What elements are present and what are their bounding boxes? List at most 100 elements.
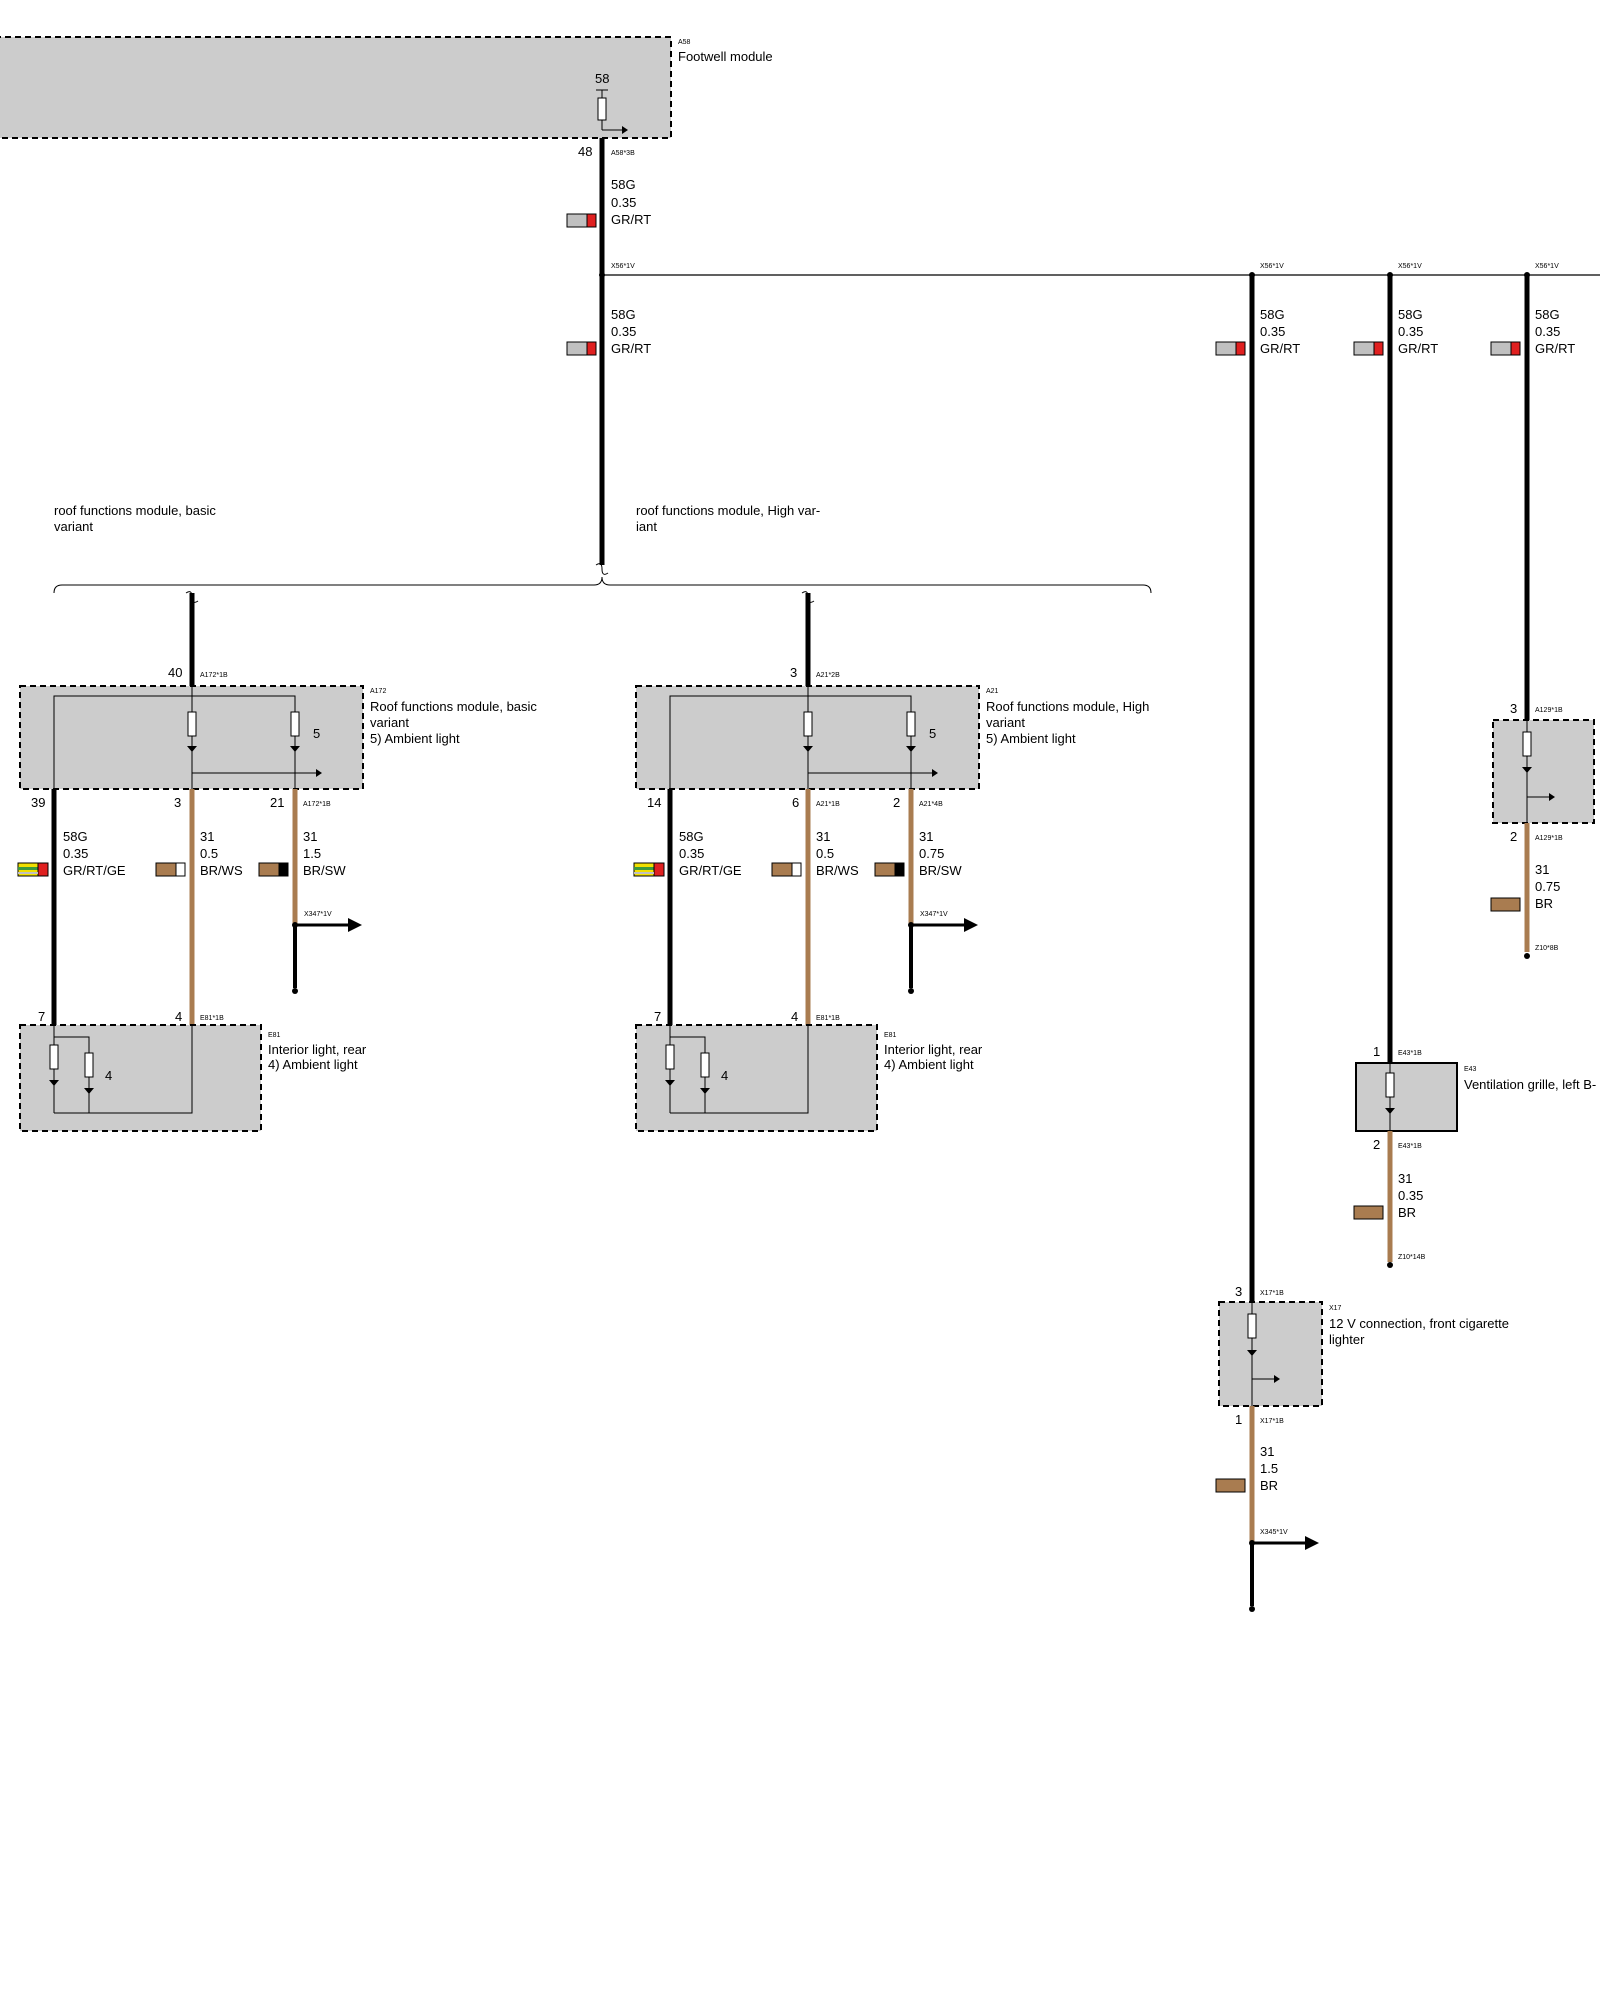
a172-pin-39: 39: [31, 795, 45, 810]
module-a129-box[interactable]: [1492, 719, 1595, 824]
svg-text:GR/RT: GR/RT: [611, 212, 651, 227]
e43-name: Ventilation grille, left B-: [1464, 1077, 1596, 1092]
module-e81-right-box[interactable]: [635, 1024, 878, 1132]
variant-basic-caption: roof functions module, basic: [54, 503, 216, 518]
x17-internal-circuit: [1247, 1302, 1280, 1406]
module-e81-right[interactable]: 7 4 E81*1B 4 E81 Interior light, rear 4)…: [635, 1009, 983, 1132]
ground-node: [1524, 953, 1530, 959]
a21-name-2: variant: [986, 715, 1025, 730]
wire-break-symbol: [801, 591, 815, 603]
e81-right-note: 4) Ambient light: [884, 1057, 974, 1072]
splice-label-x56-2: X56*1V: [1260, 263, 1284, 270]
module-a58[interactable]: A58 Footwell module 58 48 A58*3B: [0, 36, 773, 159]
wire-color-swatch: [1490, 341, 1521, 356]
a21-pin-6: 6: [792, 795, 799, 810]
module-a58-pin-48: 48: [578, 144, 592, 159]
a21-conn-in: A21*2B: [816, 672, 840, 679]
a172-pin-40: 40: [168, 665, 182, 680]
wire-label-a172-39: 58G 0.35 GR/RT/GE: [17, 829, 126, 878]
svg-text:58G: 58G: [611, 307, 636, 322]
svg-text:GR/RT/GE: GR/RT/GE: [679, 863, 742, 878]
a172-conn-out: A172*1B: [303, 801, 331, 808]
module-x17[interactable]: 3 X17*1B X17 12 V connection, front ciga…: [1218, 1284, 1509, 1427]
wire-label-e43-out: 31 0.35 BR: [1353, 1171, 1423, 1220]
e81-right-pin-7: 7: [654, 1009, 661, 1024]
e81-right-conn: E81*1B: [816, 1015, 840, 1022]
wire-label-main: 58G 0.35 GR/RT: [566, 307, 651, 356]
wire-color-swatch: [258, 862, 289, 877]
wire-label-a58: 58G 0.35 GR/RT: [566, 177, 651, 228]
e43-conn-out: E43*1B: [1398, 1143, 1422, 1150]
svg-text:1.5: 1.5: [303, 846, 321, 861]
e81-left-conn: E81*1B: [200, 1015, 224, 1022]
svg-text:GR/RT: GR/RT: [611, 341, 651, 356]
module-x17-box[interactable]: [1218, 1301, 1323, 1407]
variant-high-caption: roof functions module, High var-: [636, 503, 820, 518]
a172-inner-ref: 5: [313, 726, 320, 741]
svg-text:BR/WS: BR/WS: [816, 863, 859, 878]
x17-name-2: lighter: [1329, 1332, 1365, 1347]
a172-conn-in: A172*1B: [200, 672, 228, 679]
e81-right-inner-ref: 4: [721, 1068, 728, 1083]
wire-label-a129-out: 31 0.75 BR: [1490, 862, 1560, 912]
module-e81-left[interactable]: 7 4 E81*1B 4 E81 Interior light, rear 4)…: [19, 1009, 367, 1132]
e43-pin-1: 1: [1373, 1044, 1380, 1059]
a21-conn-c: A21*4B: [919, 801, 943, 808]
module-e43[interactable]: 1 E43*1B E43 Ventilation grille, left B-…: [1355, 1044, 1596, 1152]
svg-text:31: 31: [919, 829, 933, 844]
svg-text:0.35: 0.35: [1260, 324, 1285, 339]
wire-color-swatch: [566, 341, 597, 356]
wire-color-swatch: [633, 862, 665, 877]
e43-id: E43: [1464, 1066, 1477, 1073]
e81-right-internal-circuit: [665, 1025, 809, 1114]
svg-text:0.35: 0.35: [611, 195, 636, 210]
e81-left-inner-ref: 4: [105, 1068, 112, 1083]
wire-label-e43: 58G 0.35 GR/RT: [1353, 307, 1438, 356]
splice-label-x56: X56*1V: [611, 263, 635, 270]
module-e81-left-box[interactable]: [19, 1024, 262, 1132]
svg-text:58G: 58G: [1535, 307, 1560, 322]
svg-text:58G: 58G: [1260, 307, 1285, 322]
e43-pin-2: 2: [1373, 1137, 1380, 1152]
svg-text:31: 31: [1398, 1171, 1412, 1186]
a129-conn-out: A129*1B: [1535, 835, 1563, 842]
module-a172[interactable]: 5 A172 Roof functions module, basic vari…: [19, 685, 537, 810]
svg-text:31: 31: [200, 829, 214, 844]
a172-pin-21: 21: [270, 795, 284, 810]
module-a58-pin-58: 58: [595, 71, 609, 86]
splice-label-x345: X345*1V: [1260, 1529, 1288, 1536]
e81-left-internal-circuit: [49, 1025, 193, 1114]
wire-color-swatch: [155, 862, 186, 877]
x17-pin-3: 3: [1235, 1284, 1242, 1299]
svg-text:0.35: 0.35: [63, 846, 88, 861]
svg-text:31: 31: [303, 829, 317, 844]
svg-text:GR/RT/GE: GR/RT/GE: [63, 863, 126, 878]
module-a21[interactable]: 5 A21 Roof functions module, High varian…: [635, 685, 1149, 810]
splice-label-x56-3: X56*1V: [1398, 263, 1422, 270]
e81-right-pin-4: 4: [791, 1009, 798, 1024]
svg-text:58G: 58G: [1398, 307, 1423, 322]
wire-label-a172-3: 31 0.5 BR/WS: [155, 829, 243, 878]
a172-name: Roof functions module, basic: [370, 699, 537, 714]
svg-text:0.5: 0.5: [816, 846, 834, 861]
a129-internal-circuit: [1522, 720, 1555, 823]
x17-pin-1: 1: [1235, 1412, 1242, 1427]
module-e43-box[interactable]: [1355, 1062, 1458, 1132]
arrow-right-icon: [1305, 1536, 1319, 1550]
x17-conn-out: X17*1B: [1260, 1418, 1284, 1425]
module-a58-box[interactable]: [0, 36, 672, 139]
module-a129[interactable]: 3 A129*1B 2 A129*1B: [1492, 701, 1595, 844]
svg-text:GR/RT: GR/RT: [1260, 341, 1300, 356]
x17-conn-in: X17*1B: [1260, 1290, 1284, 1297]
svg-text:0.75: 0.75: [1535, 879, 1560, 894]
e81-left-name: Interior light, rear: [268, 1042, 367, 1057]
splice-label-x56-4: X56*1V: [1535, 263, 1559, 270]
e43-internal-circuit: [1385, 1063, 1395, 1131]
e81-left-note: 4) Ambient light: [268, 1057, 358, 1072]
resistor-symbol: [596, 89, 628, 134]
a172-pin-3: 3: [174, 795, 181, 810]
splice-node: [1524, 272, 1530, 278]
ground-node: [1387, 1262, 1393, 1268]
variant-brace: [53, 576, 1152, 594]
